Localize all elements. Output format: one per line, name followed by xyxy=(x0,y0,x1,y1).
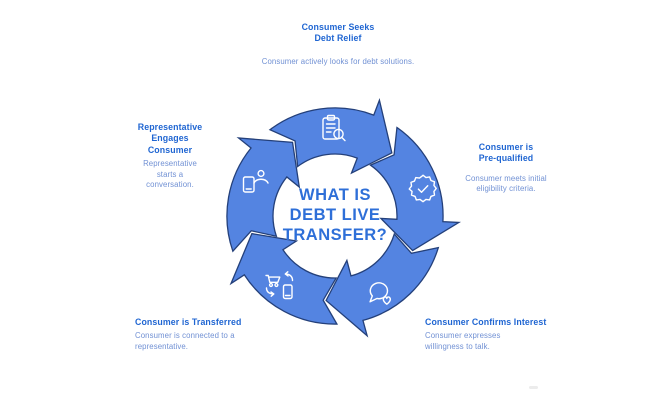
cart-phone-transfer-icon xyxy=(265,271,294,300)
step-description: Consumer expresses willingness to talk. xyxy=(425,331,501,351)
verified-badge-icon xyxy=(408,174,437,203)
watermark-mark xyxy=(529,386,538,389)
step-heading: Representative Engages Consumer xyxy=(137,122,203,155)
step-heading: Consumer Confirms Interest xyxy=(425,317,547,327)
diagram-title: WHAT IS DEBT LIVE TRANSFER? xyxy=(282,186,388,244)
step-label-transferred: Consumer is Transferred Consumer is conn… xyxy=(135,317,305,352)
step-label-confirms-interest: Consumer Confirms Interest Consumer expr… xyxy=(425,317,585,352)
step-heading: Consumer Seeks Debt Relief xyxy=(301,22,375,44)
phone-person-icon xyxy=(242,169,269,193)
step-heading: Consumer is Transferred xyxy=(135,317,242,327)
step-description: Consumer is connected to a representativ… xyxy=(135,331,235,351)
step-label-pre-qualified: Consumer is Pre-qualified Consumer meets… xyxy=(436,142,576,195)
step-description: Representative starts a conversation. xyxy=(143,159,197,190)
step-description: Consumer meets initial eligibility crite… xyxy=(465,173,547,194)
chat-heart-icon xyxy=(369,282,392,305)
step-label-consumer-seeks: Consumer Seeks Debt Relief Consumer acti… xyxy=(223,22,453,67)
clipboard-search-icon xyxy=(322,114,346,142)
step-description: Consumer actively looks for debt solutio… xyxy=(261,56,415,66)
step-heading: Consumer is Pre-qualified xyxy=(478,142,534,164)
step-label-representative-engages: Representative Engages Consumer Represen… xyxy=(108,122,232,191)
